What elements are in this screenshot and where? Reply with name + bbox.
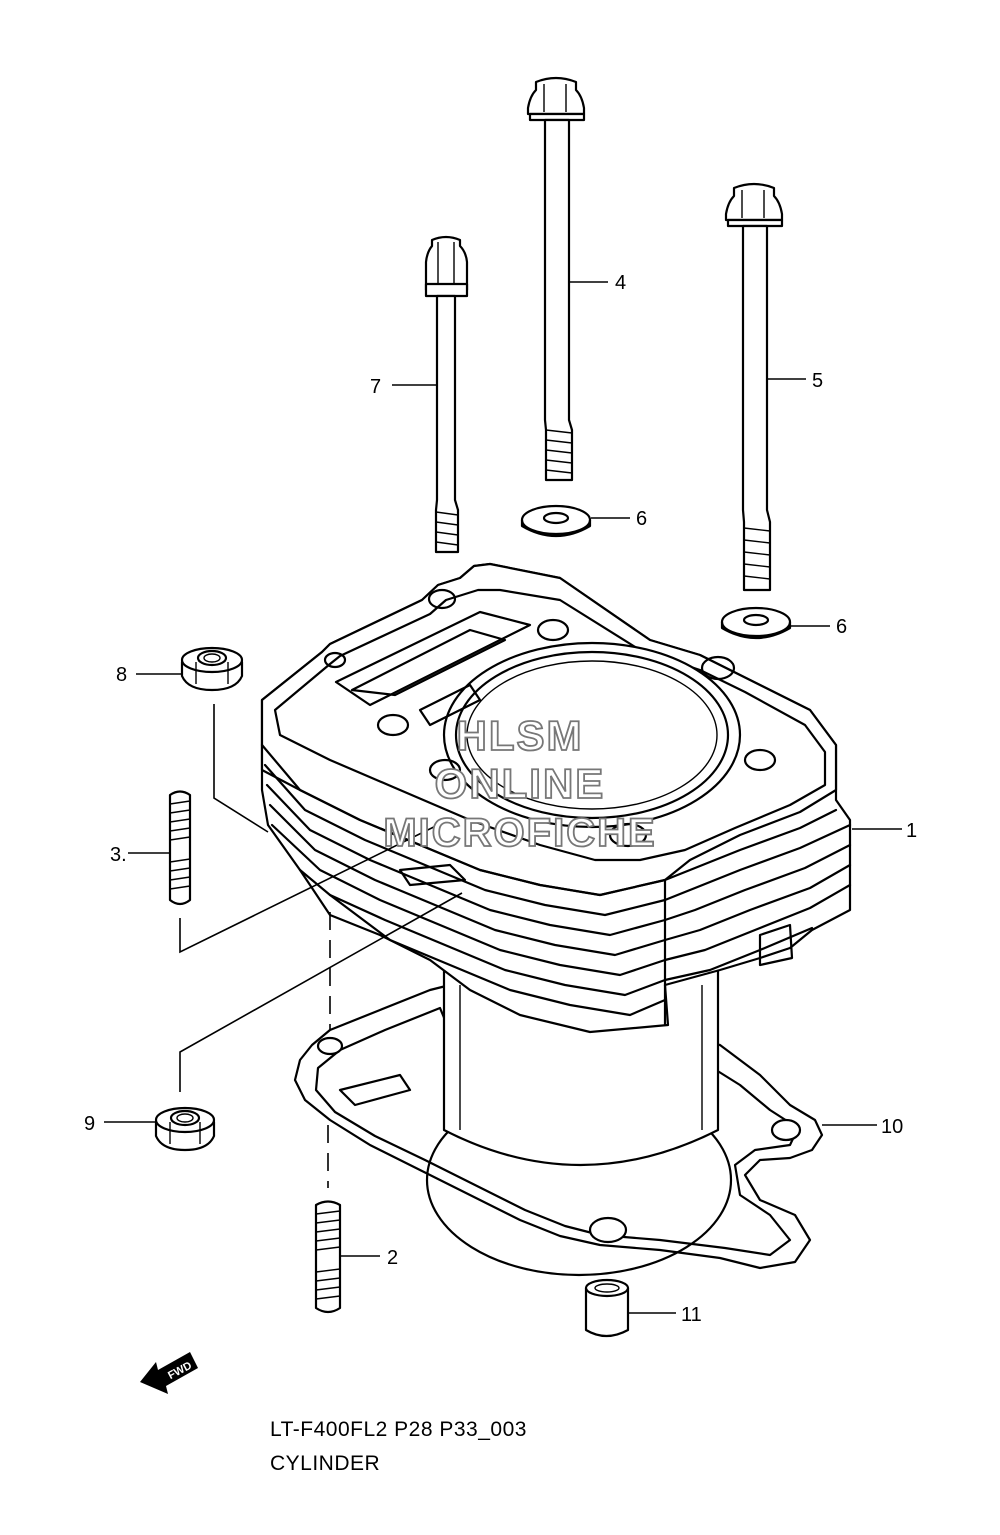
callout-6-lower: 6 [836, 616, 847, 638]
part-8-nut [180, 646, 244, 692]
callout-1: 1 [906, 820, 917, 842]
callout-5: 5 [812, 370, 823, 392]
part-6-washer-upper [520, 504, 592, 537]
part-9-nut [154, 1106, 216, 1152]
part-2-stud [314, 1200, 342, 1314]
fwd-label: FWD [166, 1360, 194, 1382]
part-7-bolt [424, 235, 469, 554]
callout-4: 4 [615, 272, 626, 294]
watermark-line-1: HLSM [457, 712, 584, 759]
callout-8: 8 [116, 664, 127, 686]
model-code-caption: LT-F400FL2 P28 P33_003 [270, 1418, 527, 1441]
callout-3: 3. [110, 844, 127, 866]
callout-10: 10 [881, 1116, 903, 1138]
watermark-line-2: ONLINE [435, 760, 606, 807]
callout-6-upper: 6 [636, 508, 647, 530]
watermark-line-3: MICROFICHE [383, 811, 656, 855]
part-6-washer-lower [720, 606, 792, 639]
callout-2: 2 [387, 1247, 398, 1269]
part-3-stud [168, 790, 192, 906]
part-4-bolt [526, 76, 586, 482]
callout-7: 7 [370, 376, 381, 398]
fwd-arrow-icon: FWD [140, 1352, 198, 1394]
part-1-cylinder [260, 562, 852, 1167]
callout-9: 9 [84, 1113, 95, 1135]
part-11-dowel-pin [584, 1278, 630, 1338]
part-5-bolt [724, 182, 784, 592]
callout-11: 11 [681, 1304, 702, 1326]
diagram-title: CYLINDER [270, 1452, 381, 1475]
